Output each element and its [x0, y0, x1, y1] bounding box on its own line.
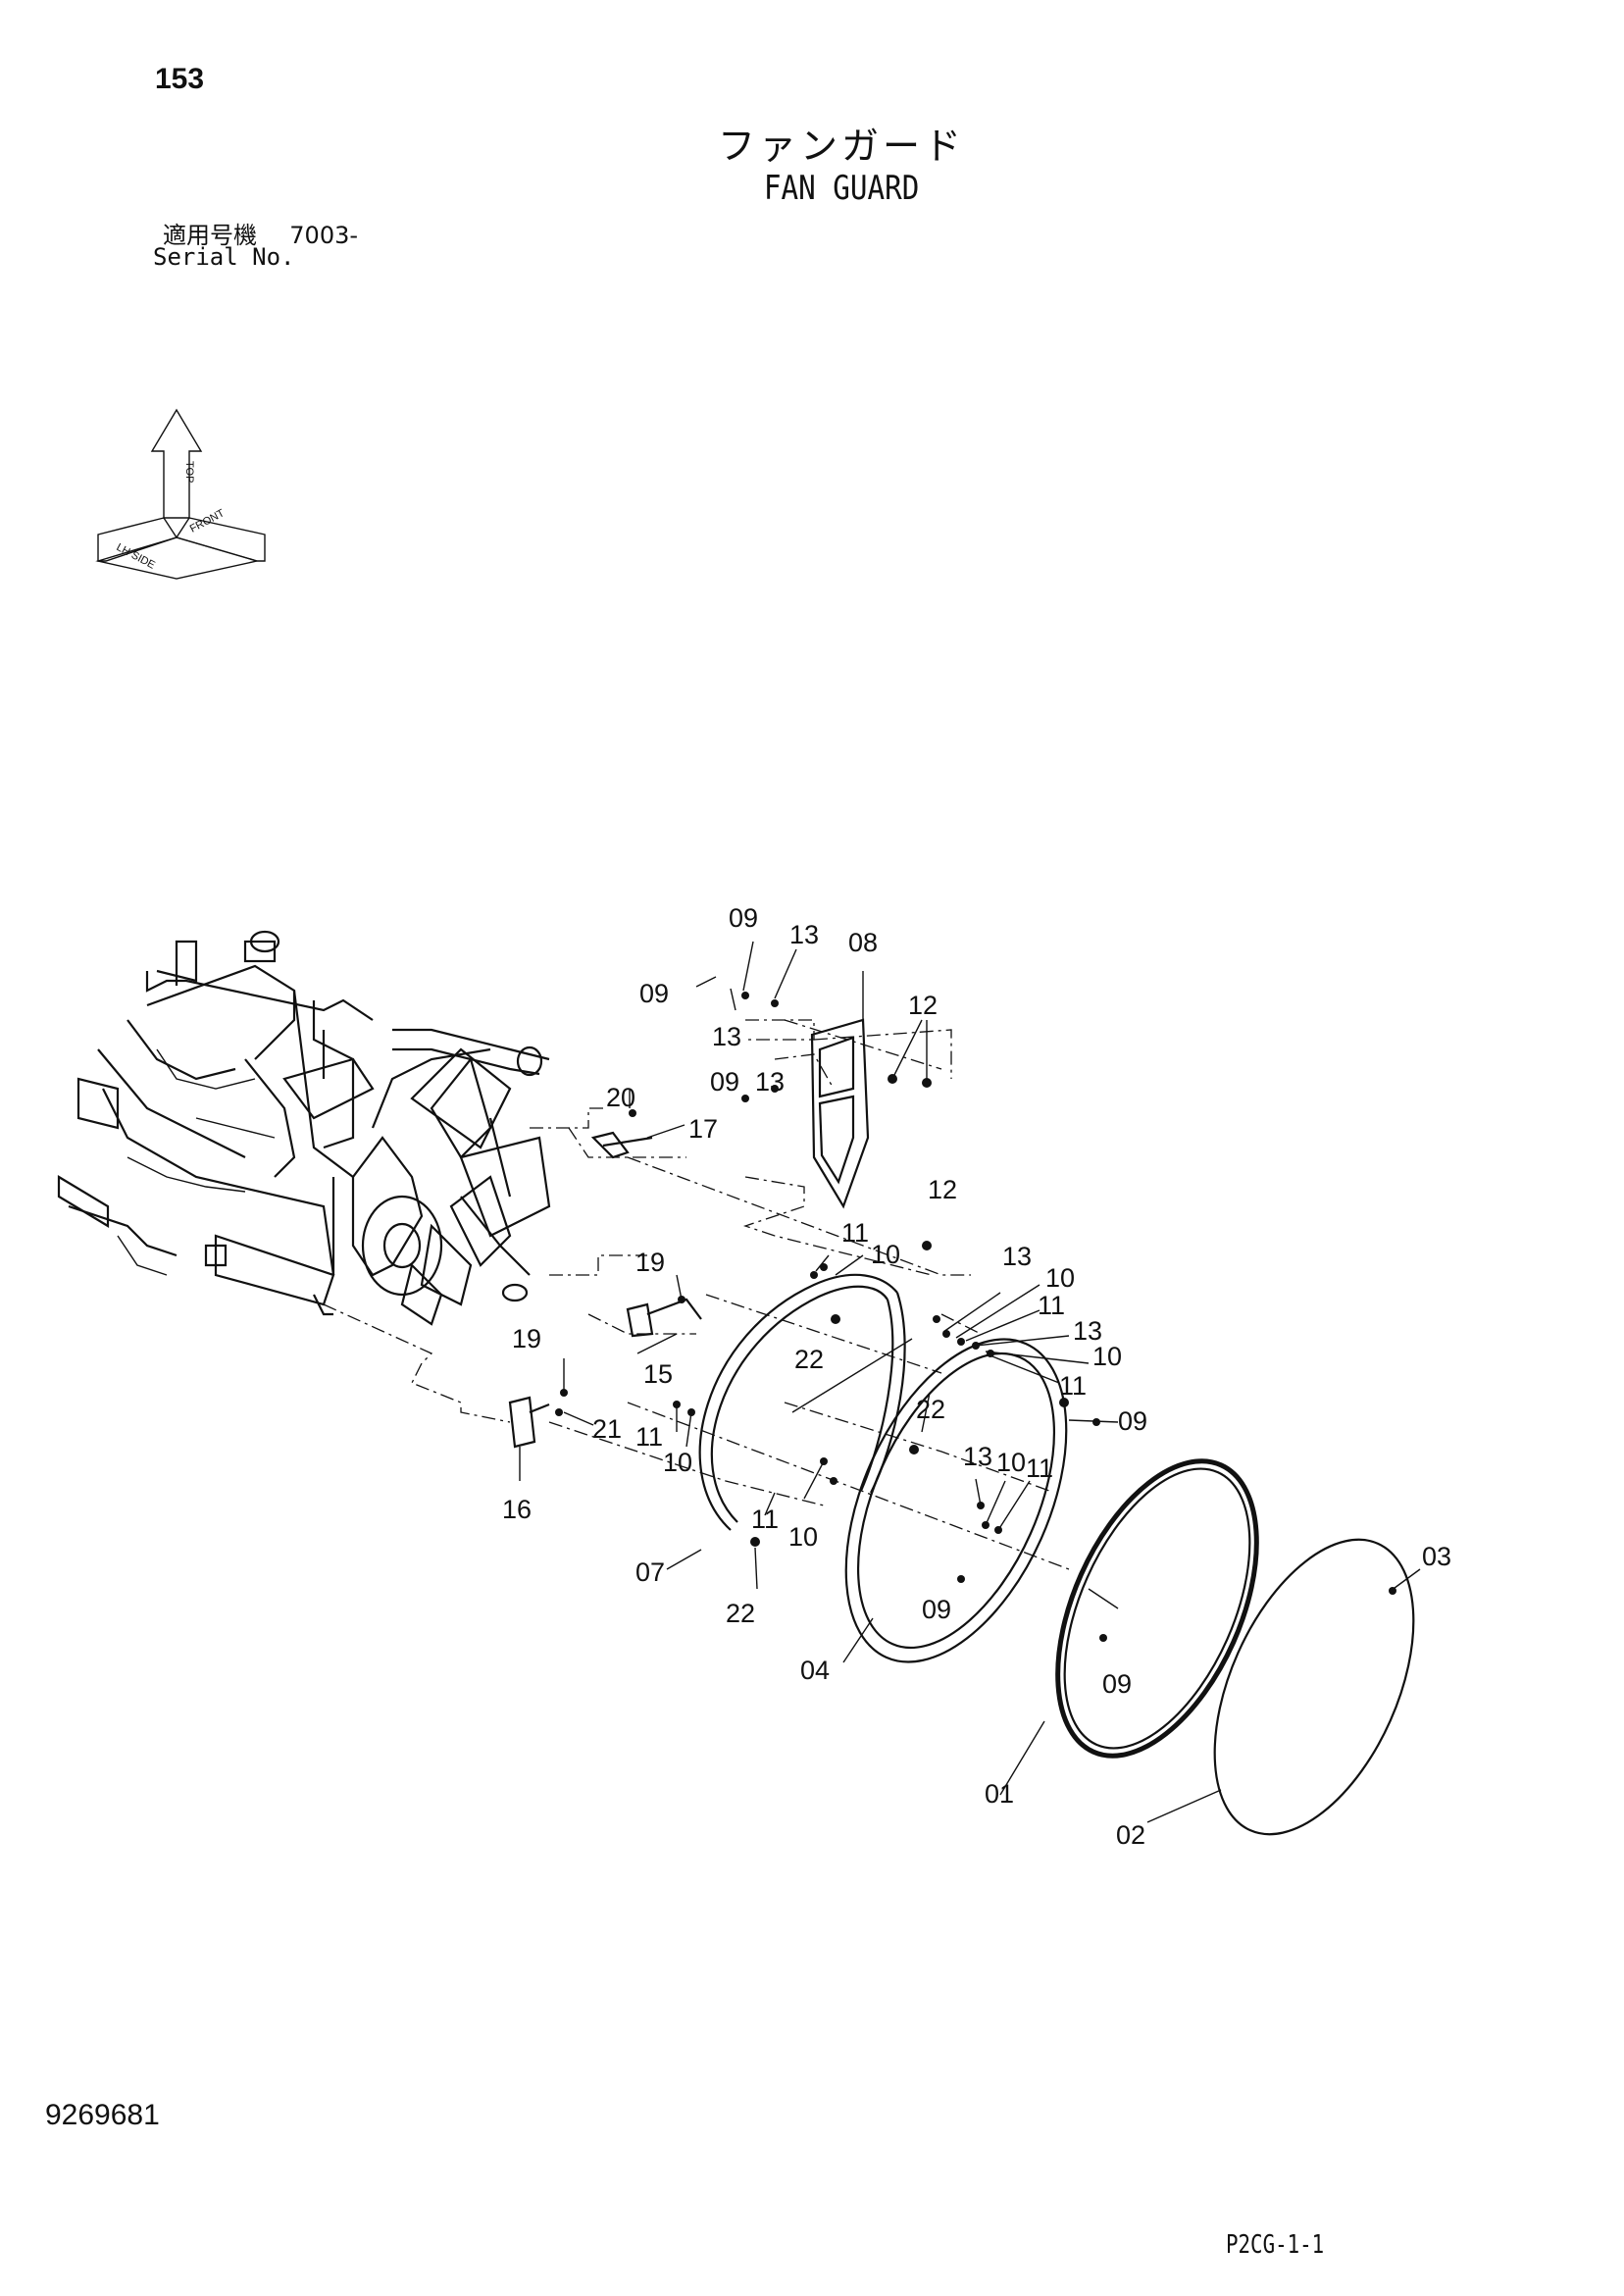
fan-guard-ring-04: [844, 1338, 1068, 1663]
reference-code: P2CG-1-1: [1226, 2230, 1325, 2260]
callout-label-09: 09: [729, 903, 758, 933]
callout-label-10: 10: [1092, 1342, 1122, 1371]
callout-label-07: 07: [635, 1557, 665, 1587]
callout-label-09: 09: [922, 1595, 951, 1624]
callout-label-11: 11: [1026, 1454, 1053, 1483]
callout-label-13: 13: [1073, 1316, 1102, 1346]
callout-label-13: 13: [789, 920, 819, 949]
disc-02: [1213, 1538, 1415, 1836]
direction-label-front: FRONT: [188, 507, 227, 536]
fan-guard-ring-04-inner: [856, 1352, 1056, 1650]
callout-label-13: 13: [755, 1067, 785, 1097]
callout-label-09: 09: [1102, 1669, 1132, 1699]
callout-label-11: 11: [1038, 1291, 1065, 1320]
engine-assembly-illustration: [57, 930, 550, 1326]
callout-label-10: 10: [996, 1448, 1026, 1477]
callout-label-11: 11: [635, 1422, 663, 1452]
callout-label-15: 15: [643, 1359, 673, 1389]
callout-label-22: 22: [726, 1599, 755, 1628]
serial-label-en: Serial No.: [153, 243, 295, 271]
callout-label-02: 02: [1116, 1820, 1145, 1850]
callout-label-11: 11: [751, 1505, 779, 1534]
callout-label-09: 09: [1118, 1406, 1147, 1436]
seal-ring-01-inner: [1063, 1467, 1251, 1750]
page-number: 153: [155, 63, 205, 95]
callout-label-09: 09: [639, 979, 669, 1008]
bracket-16: [508, 1396, 550, 1449]
callout-label-19: 19: [635, 1248, 665, 1277]
callout-label-03: 03: [1422, 1542, 1451, 1571]
callout-label-19: 19: [512, 1324, 541, 1353]
callout-label-13: 13: [712, 1022, 741, 1051]
fan-guard-panel-08: [810, 1018, 870, 1209]
fan-guard-half-ring-07: [698, 1273, 913, 1531]
fastener-dots: [555, 992, 1396, 1642]
callout-label-11: 11: [841, 1218, 869, 1248]
serial-label-jp: 適用号機: [163, 222, 257, 249]
direction-label-top: TOP: [183, 461, 195, 483]
callout-label-12: 12: [908, 991, 938, 1020]
callout-label-04: 04: [800, 1656, 830, 1685]
callout-label-11: 11: [1059, 1371, 1087, 1401]
callout-label-17: 17: [688, 1114, 718, 1144]
callout-label-16: 16: [502, 1495, 532, 1524]
callout-label-10: 10: [663, 1448, 692, 1477]
callout-label-13: 13: [1002, 1242, 1032, 1271]
bracket-17: [590, 1131, 653, 1159]
bracket-15: [626, 1298, 702, 1338]
document-number: 9269681: [45, 2099, 160, 2131]
callout-label-13: 13: [963, 1442, 992, 1471]
orientation-indicator-icon: TOP LH SIDE FRONT: [95, 408, 266, 580]
callout-label-10: 10: [788, 1522, 818, 1552]
callout-leader-lines: [519, 941, 1421, 1823]
callout-label-21: 21: [592, 1414, 622, 1444]
callout-label-01: 01: [985, 1779, 1014, 1809]
callout-label-10: 10: [871, 1240, 900, 1269]
page-title: FAN GUARD: [763, 169, 920, 208]
seal-ring-01: [1055, 1458, 1259, 1759]
callout-label-08: 08: [848, 928, 878, 957]
callout-label-22: 22: [916, 1395, 945, 1424]
serial-value: 7003-: [289, 222, 359, 249]
callout-label-09: 09: [710, 1067, 739, 1097]
serial-applicability: 適用号機 7003-: [163, 216, 358, 250]
title-japanese: ファンガード: [717, 125, 965, 168]
callout-label-10: 10: [1045, 1263, 1075, 1293]
callout-label-12: 12: [928, 1175, 957, 1204]
callout-label-20: 20: [606, 1083, 635, 1112]
assembly-guide-lines: [323, 1019, 1070, 1570]
callout-label-22: 22: [794, 1345, 824, 1374]
cooling-fan-blades: [410, 1047, 551, 1306]
